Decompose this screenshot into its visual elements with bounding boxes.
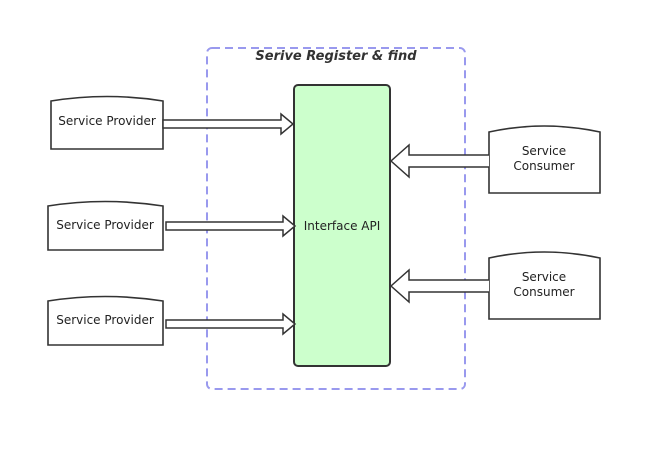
- consumer-label-line1: Service: [522, 144, 566, 158]
- arrow-provider-3-to-api: [165, 312, 297, 336]
- provider-label: Service Provider: [58, 114, 156, 128]
- provider-shape: [47, 200, 164, 251]
- arrow-provider-2-to-api: [165, 214, 297, 238]
- service-provider-3[interactable]: Service Provider: [47, 295, 164, 346]
- service-consumer-1[interactable]: Service Consumer: [488, 125, 601, 194]
- consumer-shape: [488, 125, 601, 194]
- provider-shape: [50, 95, 164, 150]
- consumer-label-line1: Service: [522, 270, 566, 284]
- service-provider-1[interactable]: Service Provider: [50, 95, 164, 150]
- service-registry-group: [206, 47, 466, 390]
- service-consumer-2[interactable]: Service Consumer: [488, 251, 601, 320]
- arrow-consumer-1-to-api: [389, 143, 489, 179]
- provider-label: Service Provider: [56, 313, 154, 327]
- group-title: Serive Register & find: [255, 49, 417, 64]
- provider-shape: [47, 295, 164, 346]
- provider-label: Service Provider: [56, 218, 154, 232]
- arrow-consumer-2-to-api: [389, 268, 489, 304]
- interface-api-label: Interface API: [304, 219, 381, 233]
- consumer-shape: [488, 251, 601, 320]
- consumer-label-line2: Consumer: [513, 285, 574, 299]
- service-provider-2[interactable]: Service Provider: [47, 200, 164, 251]
- arrow-provider-1-to-api: [162, 112, 295, 136]
- consumer-label-line2: Consumer: [513, 159, 574, 173]
